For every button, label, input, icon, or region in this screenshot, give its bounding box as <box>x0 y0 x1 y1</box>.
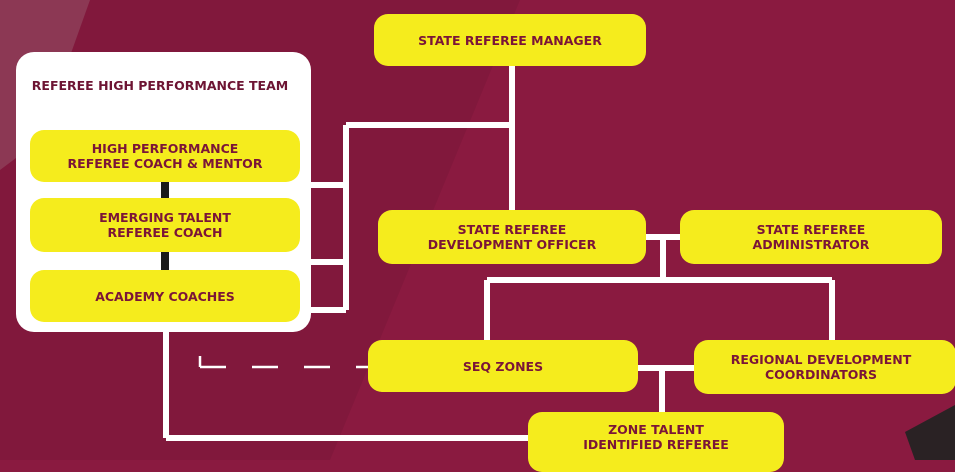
development-officer-box: STATE REFEREE DEVELOPMENT OFFICER <box>378 210 646 264</box>
development-officer-line2: DEVELOPMENT OFFICER <box>427 237 597 252</box>
hp-coach-mentor-box: HIGH PERFORMANCE REFEREE COACH & MENTOR <box>30 130 300 182</box>
administrator-line1: STATE REFEREE <box>756 222 866 237</box>
zone-talent-box: ZONE TALENT IDENTIFIED REFEREE <box>528 412 784 472</box>
hp-team-title: REFEREE HIGH PERFORMANCE TEAM <box>31 78 289 93</box>
connector-lines <box>163 66 835 441</box>
state-referee-manager-box: STATE REFEREE MANAGER <box>374 14 646 66</box>
hp-connector-2 <box>161 252 169 270</box>
dashed-link <box>198 356 368 369</box>
academy-coaches-label: ACADEMY COACHES <box>95 288 235 304</box>
emerging-talent-coach-box: EMERGING TALENT REFEREE COACH <box>30 198 300 252</box>
zone-talent-line2: IDENTIFIED REFEREE <box>583 437 729 452</box>
seq-zones-box: SEQ ZONES <box>368 340 638 392</box>
hp-coach-mentor-line1: HIGH PERFORMANCE <box>91 141 239 156</box>
seq-zones-label: SEQ ZONES <box>462 358 544 374</box>
background-photo-fragment <box>905 405 955 460</box>
regional-coordinators-line2: COORDINATORS <box>764 367 878 382</box>
emerging-talent-line2: REFEREE COACH <box>107 225 223 240</box>
development-officer-line1: STATE REFEREE <box>457 222 567 237</box>
emerging-talent-line1: EMERGING TALENT <box>99 210 231 225</box>
administrator-box: STATE REFEREE ADMINISTRATOR <box>680 210 942 264</box>
administrator-line2: ADMINISTRATOR <box>752 237 870 252</box>
academy-coaches-box: ACADEMY COACHES <box>30 270 300 322</box>
hp-coach-mentor-line2: REFEREE COACH & MENTOR <box>67 156 263 171</box>
state-referee-manager-label: STATE REFEREE MANAGER <box>418 32 602 48</box>
zone-talent-line1: ZONE TALENT <box>608 422 704 437</box>
regional-coordinators-box: REGIONAL DEVELOPMENT COORDINATORS <box>694 340 955 394</box>
regional-coordinators-line1: REGIONAL DEVELOPMENT <box>730 352 912 367</box>
hp-connector-1 <box>161 182 169 198</box>
